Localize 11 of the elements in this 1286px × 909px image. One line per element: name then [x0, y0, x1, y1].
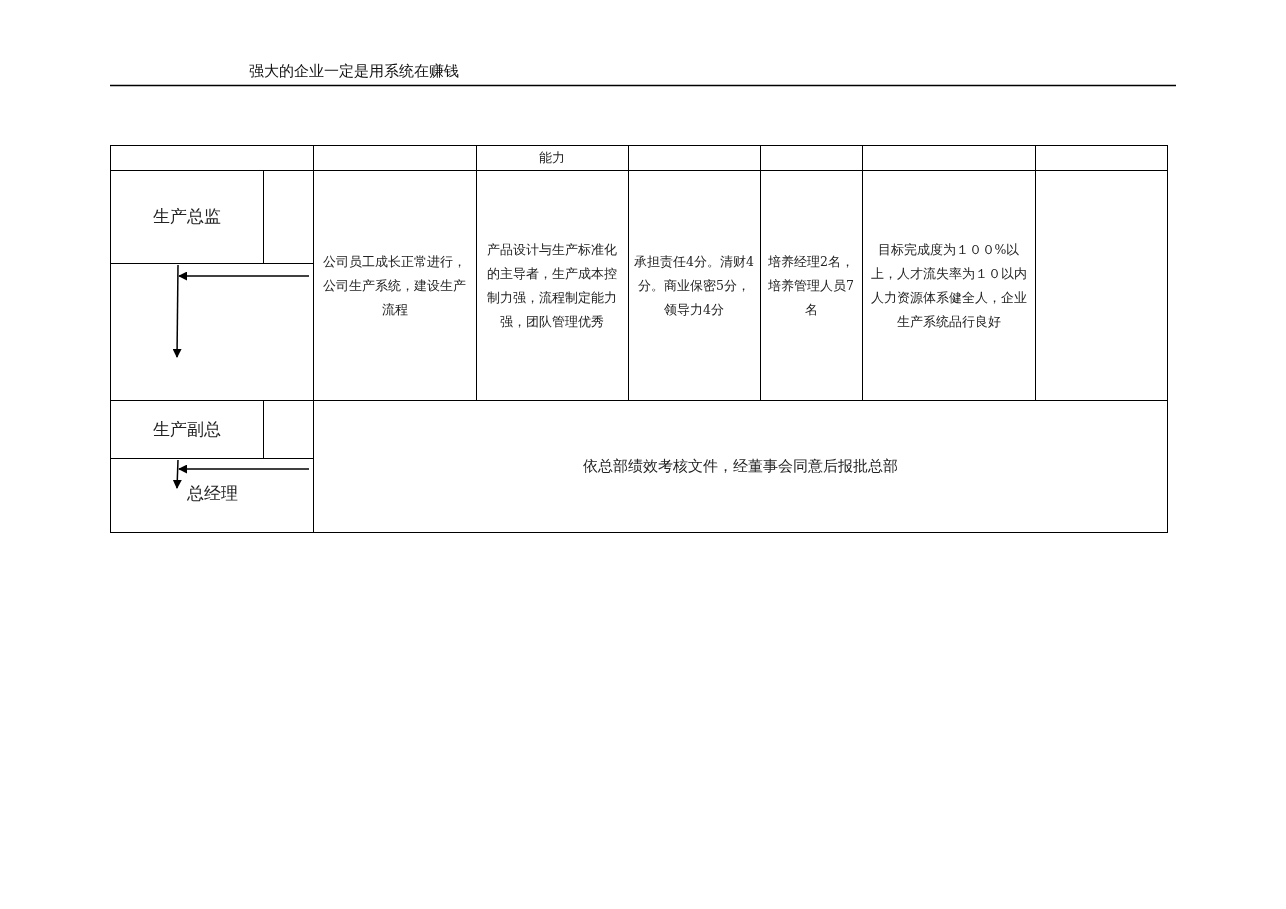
table-cell-text: 承担责任4分。清财4分。商业保密5分，领导力4分	[634, 252, 754, 319]
page-header-text: 强大的企业一定是用系统在赚钱	[249, 62, 459, 81]
table-cell-text: 依总部绩效考核文件，经董事会同意后报批总部	[582, 456, 898, 476]
table-cell-text: 公司员工成长正常进行，公司生产系统，建设生产流程	[322, 252, 467, 319]
table-cell-text: 培养经理2名，培养管理人员7名	[767, 252, 855, 319]
role-name: 生产副总	[152, 417, 221, 441]
table-cell-text: 目标完成度为１００%以上，人才流失率为１０以内人力资源体系健全人，企业生产系统品行良好	[869, 240, 1028, 331]
role-name: 生产总监	[152, 205, 221, 228]
role-name: 总经理	[186, 481, 238, 505]
column-header: 能力	[539, 149, 565, 167]
table-cell-text: 产品设计与生产标准化的主导者，生产成本控制力强，流程制定能力强，团队管理优秀	[486, 240, 618, 331]
